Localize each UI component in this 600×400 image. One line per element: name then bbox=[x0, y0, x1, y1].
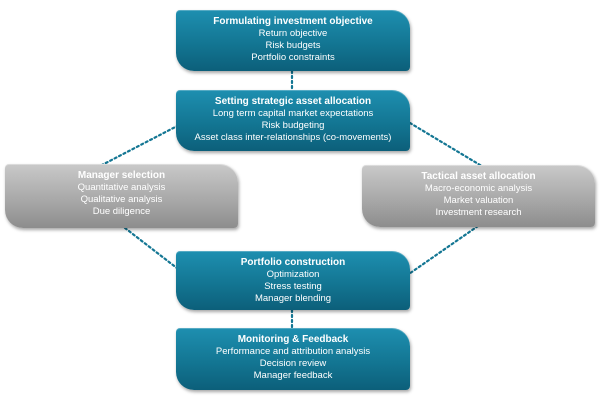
node-portfolio-construction: Portfolio construction Optimization Stre… bbox=[176, 251, 410, 310]
node-setting-strategic-asset-allocation: Setting strategic asset allocation Long … bbox=[176, 90, 410, 151]
node-item: Manager feedback bbox=[253, 370, 333, 381]
node-title: Manager selection bbox=[77, 170, 166, 181]
node-item: Risk budgeting bbox=[261, 120, 325, 131]
node-title: Tactical asset allocation bbox=[421, 171, 536, 182]
node-item: Manager blending bbox=[254, 293, 332, 304]
node-tactical-asset-allocation: Tactical asset allocation Macro-economic… bbox=[362, 165, 595, 227]
node-title: Monitoring & Feedback bbox=[237, 334, 349, 345]
node-item: Return objective bbox=[258, 28, 328, 39]
node-item: Decision review bbox=[259, 358, 327, 369]
node-item: Asset class inter-relationships (co-move… bbox=[194, 132, 392, 143]
node-formulating-investment-objective: Formulating investment objective Return … bbox=[176, 10, 410, 71]
node-item: Optimization bbox=[266, 269, 320, 280]
connector-tactical-construction bbox=[404, 224, 480, 278]
node-item: Risk budgets bbox=[265, 40, 321, 51]
node-item: Stress testing bbox=[264, 281, 322, 292]
node-title: Portfolio construction bbox=[240, 257, 346, 268]
node-manager-selection: Manager selection Quantitative analysis … bbox=[5, 164, 238, 228]
connector-strategic-manager bbox=[98, 121, 185, 168]
node-item: Performance and attribution analysis bbox=[215, 346, 371, 357]
node-item: Quantitative analysis bbox=[77, 182, 166, 193]
node-title: Setting strategic asset allocation bbox=[214, 96, 372, 107]
node-item: Qualitative analysis bbox=[80, 194, 163, 205]
node-item: Portfolio constraints bbox=[251, 52, 335, 63]
node-monitoring-feedback: Monitoring & Feedback Performance and at… bbox=[176, 328, 410, 390]
node-item: Macro-economic analysis bbox=[424, 183, 533, 194]
node-item: Due diligence bbox=[92, 206, 151, 217]
node-item: Market valuation bbox=[443, 195, 514, 206]
connector-manager-construction bbox=[123, 226, 184, 274]
node-item: Long term capital market expectations bbox=[212, 108, 374, 119]
connector-strategic-tactical bbox=[408, 121, 487, 170]
node-item: Investment research bbox=[435, 207, 522, 218]
node-title: Formulating investment objective bbox=[213, 16, 373, 27]
